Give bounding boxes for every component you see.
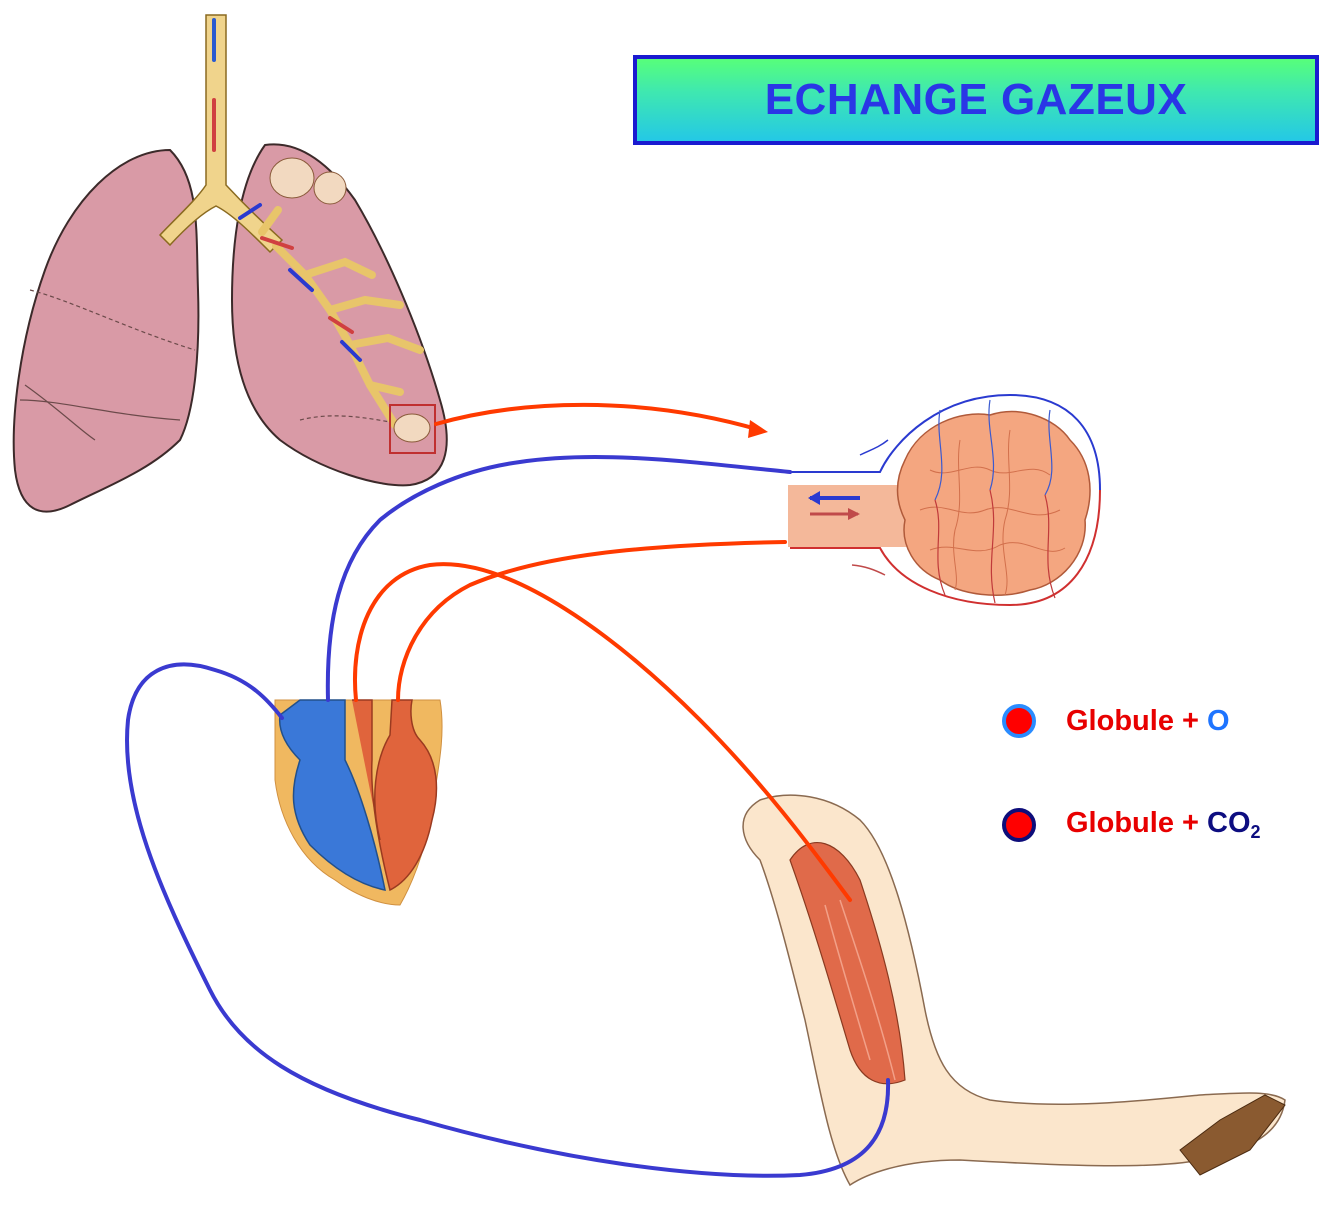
alveolus-illustration — [788, 395, 1100, 605]
legend-label: Globule + O — [1066, 705, 1230, 738]
arm-illustration — [743, 795, 1285, 1185]
blood-vessels — [127, 405, 888, 1176]
red-cell-oxygen-icon — [1002, 704, 1036, 738]
alveolus-sac — [898, 412, 1091, 596]
lungs-illustration — [14, 15, 447, 512]
legend-item-oxygen: Globule + O — [1002, 704, 1230, 738]
red-cell-co2-icon — [1002, 808, 1036, 842]
legend-item-co2: Globule + CO2 — [1002, 807, 1261, 843]
page-title: ECHANGE GAZEUX — [765, 75, 1188, 125]
left-lung-shape — [14, 150, 199, 512]
heart-illustration — [275, 700, 442, 905]
title-banner: ECHANGE GAZEUX — [633, 55, 1319, 145]
legend-label: Globule + CO2 — [1066, 807, 1261, 843]
vein-muscle-to-heart — [127, 664, 888, 1175]
arrow-lung-to-alveolus — [436, 405, 760, 430]
arrowhead — [748, 420, 768, 438]
